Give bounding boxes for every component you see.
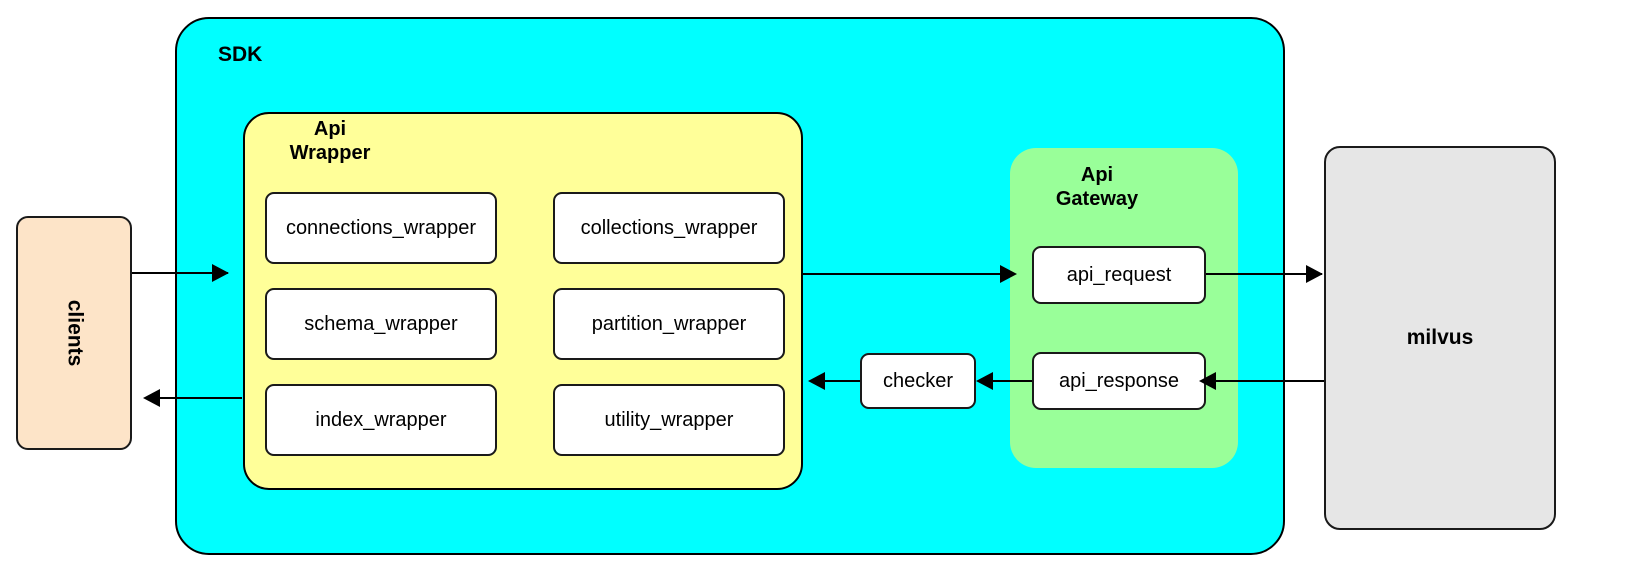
edge-wrapper-to-api-request-arrowhead-icon: [1000, 265, 1017, 283]
clients-label-text: clients: [63, 299, 86, 367]
node-partition-wrapper[interactable]: partition_wrapper: [553, 288, 785, 360]
node-schema-wrapper[interactable]: schema_wrapper: [265, 288, 497, 360]
node-api-request[interactable]: api_request: [1032, 246, 1206, 304]
node-checker[interactable]: checker: [860, 353, 976, 409]
clients-container[interactable]: [16, 216, 132, 450]
api-gateway-label: Api Gateway: [1055, 164, 1139, 210]
node-api-response[interactable]: api_response: [1032, 352, 1206, 410]
edge-clients-to-sdk-line: [132, 272, 228, 274]
edge-api-request-to-milvus-line: [1206, 273, 1322, 275]
edge-api-response-to-checker-arrowhead-icon: [976, 372, 993, 390]
edge-clients-to-sdk-arrowhead-icon: [212, 264, 229, 282]
api-wrapper-label: Api Wrapper: [289, 118, 371, 164]
node-collections-wrapper[interactable]: collections_wrapper: [553, 192, 785, 264]
edge-milvus-to-api-response-line: [1216, 380, 1324, 382]
node-utility-wrapper[interactable]: utility_wrapper: [553, 384, 785, 456]
edge-api-response-to-checker-line: [993, 380, 1032, 382]
edge-sdk-to-clients-arrowhead-icon: [143, 389, 160, 407]
edge-sdk-to-clients-line: [160, 397, 242, 399]
edge-checker-to-wrapper-line: [825, 380, 860, 382]
node-index-wrapper[interactable]: index_wrapper: [265, 384, 497, 456]
sdk-label: SDK: [218, 43, 263, 66]
api-gateway-container: [1010, 148, 1238, 468]
node-connections-wrapper[interactable]: connections_wrapper: [265, 192, 497, 264]
clients-label-rotated: clients: [16, 216, 132, 450]
edge-wrapper-to-api-request-line: [803, 273, 1015, 275]
edge-milvus-to-api-response-arrowhead-icon: [1199, 372, 1216, 390]
edge-api-request-to-milvus-arrowhead-icon: [1306, 265, 1323, 283]
edge-checker-to-wrapper-arrowhead-icon: [808, 372, 825, 390]
milvus-container[interactable]: milvus: [1324, 146, 1556, 530]
